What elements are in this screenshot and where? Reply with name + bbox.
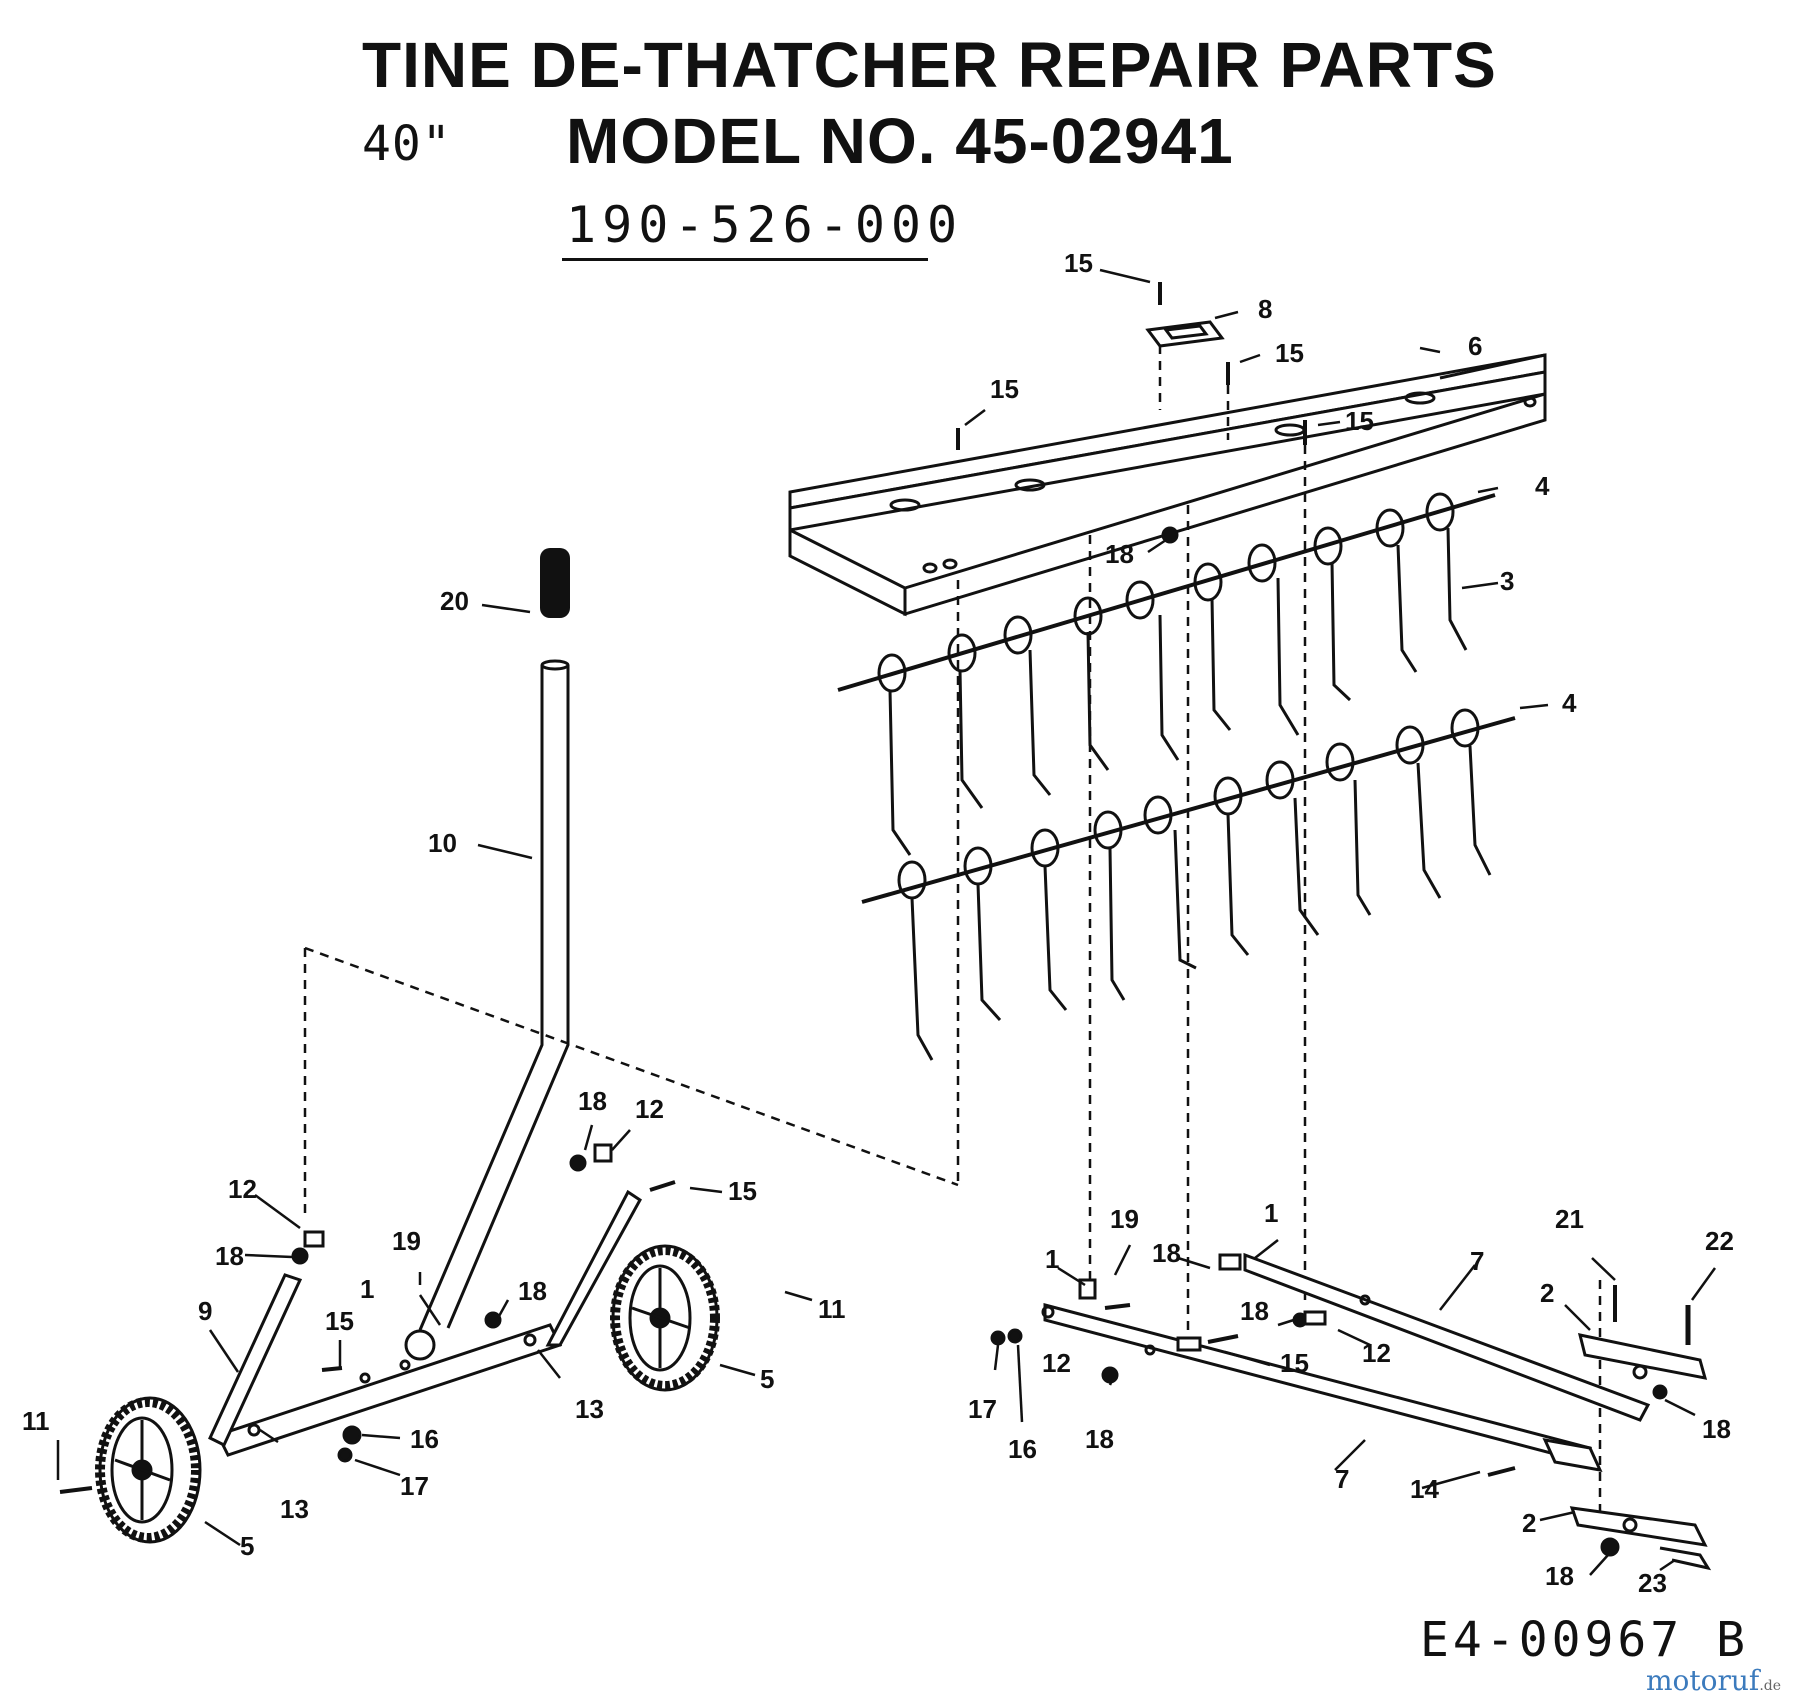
wheel-right <box>610 1244 720 1392</box>
callout-22: 22 <box>1705 1226 1734 1256</box>
callout-18: 18 <box>1702 1414 1731 1444</box>
callout-15: 15 <box>990 374 1019 404</box>
callout-labels: 15 8 15 6 15 15 4 3 4 18 20 10 12 18 9 1… <box>22 248 1734 1598</box>
callout-17: 17 <box>968 1394 997 1424</box>
callout-15: 15 <box>728 1176 757 1206</box>
callout-18: 18 <box>1105 539 1134 569</box>
callout-5: 5 <box>760 1364 774 1394</box>
callout-6: 6 <box>1468 331 1482 361</box>
callout-15: 15 <box>1275 338 1304 368</box>
callout-4: 4 <box>1535 471 1550 501</box>
a-frame <box>990 1252 1712 1571</box>
wheel-left <box>95 1396 202 1544</box>
callout-23: 23 <box>1638 1568 1667 1598</box>
watermark-main: motoruf <box>1646 1664 1760 1697</box>
callout-1: 1 <box>360 1274 374 1304</box>
tines-lower <box>897 708 1492 1061</box>
watermark: motoruf.de <box>1646 1664 1781 1697</box>
callout-12: 12 <box>1042 1348 1071 1378</box>
callout-15: 15 <box>1064 248 1093 278</box>
callout-18: 18 <box>518 1276 547 1306</box>
alignment-lines <box>303 345 1602 1520</box>
callout-11: 11 <box>818 1294 846 1324</box>
callout-19: 19 <box>392 1226 421 1256</box>
callout-1: 1 <box>1264 1198 1278 1228</box>
drawing-reference: E4-00967 B <box>1420 1612 1749 1668</box>
callout-18: 18 <box>215 1241 244 1271</box>
callout-18: 18 <box>578 1086 607 1116</box>
mounting-plate <box>1145 320 1225 348</box>
callout-14: 14 <box>1410 1474 1439 1504</box>
callout-20: 20 <box>440 586 469 616</box>
tines-upper <box>877 492 1468 856</box>
callout-9: 9 <box>198 1296 212 1326</box>
part-number-underline <box>562 258 928 261</box>
callout-7: 7 <box>1335 1464 1349 1494</box>
callout-7: 7 <box>1470 1246 1484 1276</box>
callout-2: 2 <box>1522 1508 1536 1538</box>
callout-19: 19 <box>1110 1204 1139 1234</box>
model-number: MODEL NO. 45-02941 <box>566 105 1234 177</box>
handle <box>418 548 570 1331</box>
callout-12: 12 <box>1362 1338 1391 1368</box>
callout-21: 21 <box>1555 1204 1584 1234</box>
callout-11: 11 <box>22 1406 50 1436</box>
callout-13: 13 <box>575 1394 604 1424</box>
callout-12: 12 <box>228 1174 257 1204</box>
callout-2: 2 <box>1540 1278 1554 1308</box>
callout-15: 15 <box>1345 406 1374 436</box>
callout-18: 18 <box>1085 1424 1114 1454</box>
callout-16: 16 <box>1008 1434 1037 1464</box>
callout-18: 18 <box>1545 1561 1574 1591</box>
callout-18: 18 <box>1152 1238 1181 1268</box>
callout-10: 10 <box>428 828 457 858</box>
callout-15: 15 <box>1280 1348 1309 1378</box>
callout-3: 3 <box>1500 566 1514 596</box>
callout-18: 18 <box>1240 1296 1269 1326</box>
leader-lines <box>56 268 1717 1576</box>
callout-8: 8 <box>1258 294 1272 324</box>
watermark-suffix: .de <box>1759 1678 1782 1694</box>
callout-4: 4 <box>1562 688 1577 718</box>
callout-1: 1 <box>1045 1244 1059 1274</box>
tine-rod-upper <box>837 493 1496 692</box>
part-number: 190-526-000 <box>566 196 964 254</box>
callout-15: 15 <box>325 1306 354 1336</box>
callout-12: 12 <box>635 1094 664 1124</box>
callout-17: 17 <box>400 1471 429 1501</box>
diagram-title: TINE DE-THATCHER REPAIR PARTS <box>362 29 1497 101</box>
size-label: 40" <box>362 116 452 172</box>
callout-13: 13 <box>280 1494 309 1524</box>
callout-5: 5 <box>240 1531 254 1561</box>
callout-16: 16 <box>410 1424 439 1454</box>
frame-channel <box>788 353 1547 617</box>
nut-18-top <box>1161 526 1179 544</box>
